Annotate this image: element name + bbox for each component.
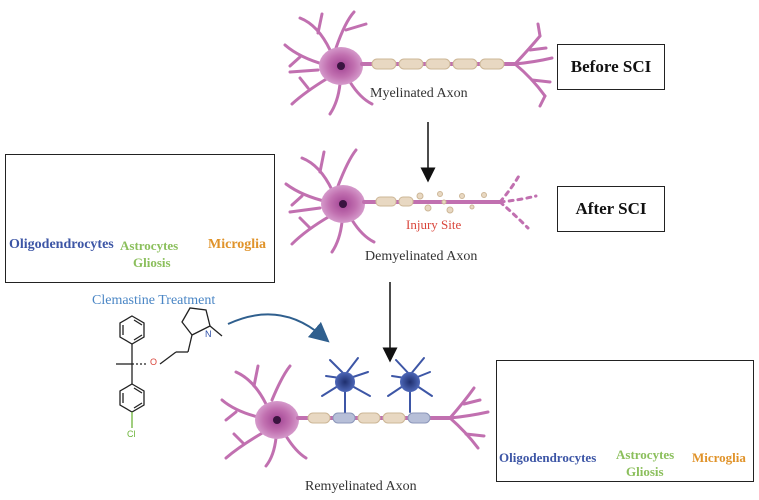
oligodendrocyte-right	[387, 357, 433, 413]
after-oligodendrocytes-label: Oligodendrocytes	[9, 237, 114, 252]
panel-remyelinated	[496, 360, 754, 482]
before-sci-box: Before SCI	[557, 44, 665, 90]
oligodendrocyte-left	[321, 357, 371, 413]
chlorine-atom: Cl	[127, 429, 136, 439]
after-astrocytes-label: Astrocytes	[120, 238, 179, 253]
panel-after-sci	[5, 154, 275, 283]
remyelinated-axon-label: Remyelinated Axon	[305, 479, 417, 494]
neuron-demyelinated	[284, 148, 538, 254]
clemastine-treatment-label: Clemastine Treatment	[92, 293, 216, 308]
after-microglia-label: Microglia	[208, 237, 267, 252]
treatment-arrow	[227, 313, 330, 343]
after-sci-box: After SCI	[557, 186, 665, 232]
oxygen-atom: O	[150, 357, 158, 367]
myelin-debris	[375, 191, 487, 214]
clemastine-structure	[116, 307, 223, 428]
remyel-microglia-label: Microglia	[692, 450, 746, 465]
myelinated-axon-label: Myelinated Axon	[370, 86, 468, 101]
injury-site-label: Injury Site	[406, 217, 462, 232]
remyel-oligodendrocytes-label: Oligodendrocytes	[499, 450, 597, 465]
myelin-sheaths-1	[371, 58, 505, 70]
remyel-gliosis-label: Gliosis	[626, 464, 664, 479]
myelin-sheaths-3	[307, 412, 431, 424]
demyelinated-axon-label: Demyelinated Axon	[365, 249, 478, 264]
nitrogen-atom: N	[205, 329, 212, 339]
after-gliosis-label: Gliosis	[133, 255, 171, 270]
remyel-astrocytes-label: Astrocytes	[616, 447, 675, 462]
